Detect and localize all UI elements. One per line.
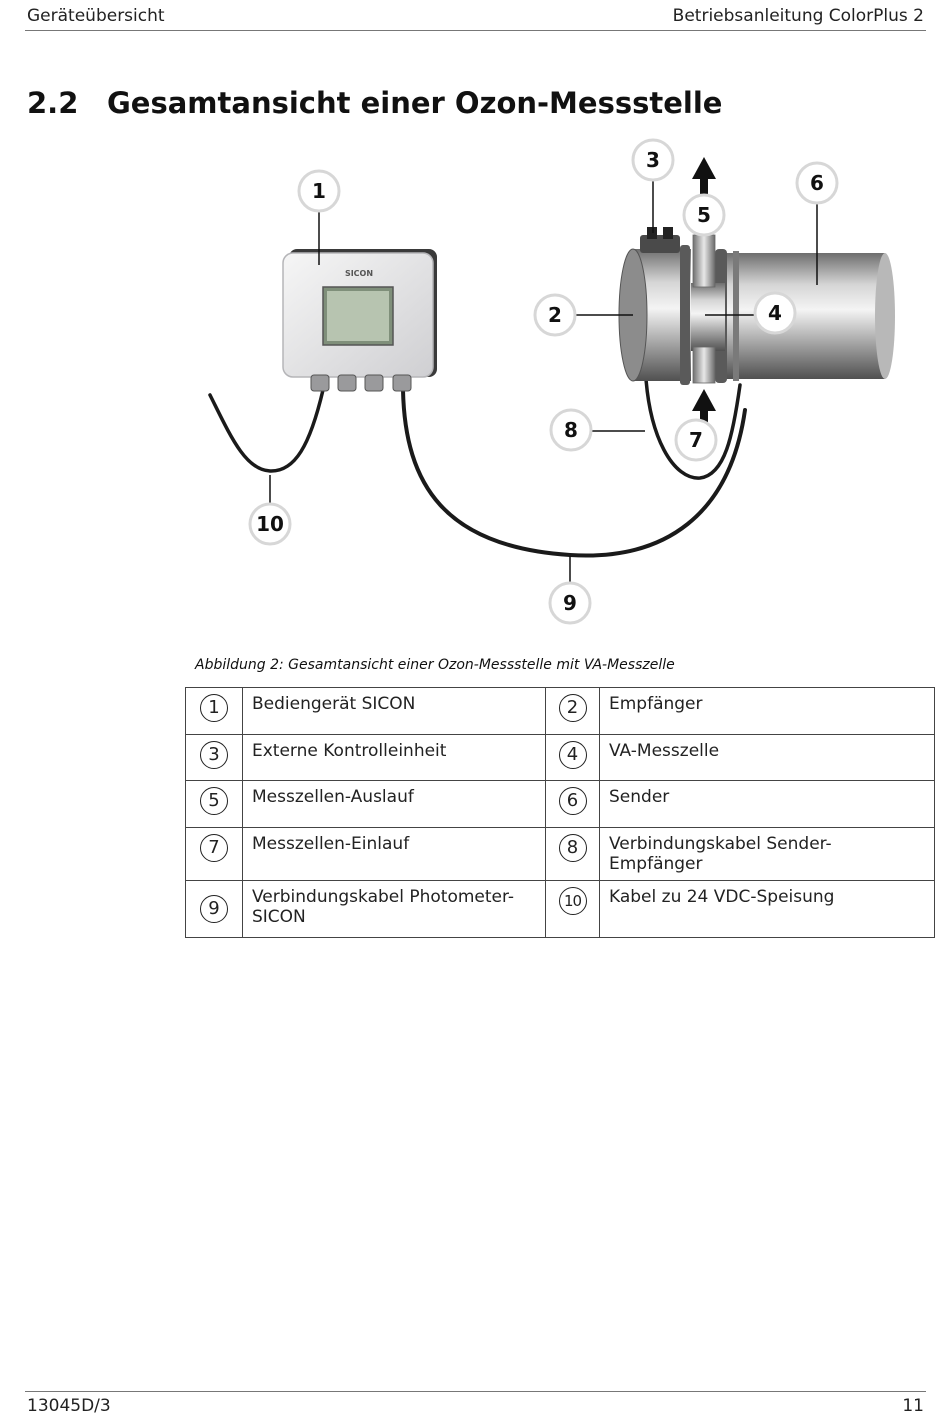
table-row: 1 Bediengerät SICON 2 Empfänger <box>185 687 935 735</box>
footer-page-number: 11 <box>902 1396 924 1416</box>
sicon-control-unit: SICON <box>282 249 437 392</box>
callout-3: 3 <box>631 138 675 182</box>
svg-text:5: 5 <box>697 203 711 227</box>
svg-text:2: 2 <box>548 303 562 327</box>
header-chapter: Geräteübersicht <box>27 6 165 26</box>
legend-text: Verbindungskabel Sender-Empfänger <box>599 827 935 881</box>
table-row: 3 Externe Kontrolleinheit 4 VA-Messzelle <box>185 734 935 781</box>
cable-9 <box>401 388 747 558</box>
figure-caption: Abbildung 2: Gesamtansicht einer Ozon-Me… <box>195 657 675 673</box>
legend-number: 8 <box>558 834 587 862</box>
callout-8: 8 <box>549 408 593 452</box>
legend-number: 4 <box>558 741 587 769</box>
section-heading: 2.2 Gesamtansicht einer Ozon-Messstelle <box>27 86 722 120</box>
legend-text: VA-Messzelle <box>599 734 935 781</box>
svg-text:3: 3 <box>646 148 660 172</box>
cable-10 <box>208 388 325 473</box>
measurement-station-illustration: SICON <box>208 138 895 625</box>
legend-text: Sender <box>599 780 935 828</box>
footer-rule <box>25 1391 926 1392</box>
callout-5: 5 <box>682 193 726 237</box>
section-title: Gesamtansicht einer Ozon-Messstelle <box>107 86 723 120</box>
callout-6: 6 <box>795 161 839 205</box>
sicon-device-label: SICON <box>345 269 373 278</box>
callout-1: 1 <box>297 169 341 213</box>
legend-text: Verbindungskabel Photometer-SICON <box>242 880 546 938</box>
svg-text:9: 9 <box>563 591 577 615</box>
legend-text: Kabel zu 24 VDC-Speisung <box>599 880 935 938</box>
svg-text:6: 6 <box>810 171 824 195</box>
legend-number: 7 <box>200 834 228 862</box>
table-row: 7 Messzellen-Einlauf 8 Verbindungskabel … <box>185 827 935 881</box>
photometer-assembly <box>618 157 895 447</box>
callout-4: 4 <box>753 291 797 335</box>
callout-10: 10 <box>248 502 292 546</box>
svg-text:1: 1 <box>312 179 326 203</box>
callout-2: 2 <box>533 293 577 337</box>
legend-text: Empfänger <box>599 687 935 735</box>
table-row: 5 Messzellen-Auslauf 6 Sender <box>185 780 935 828</box>
svg-text:10: 10 <box>256 512 284 536</box>
legend-number: 2 <box>558 694 587 722</box>
svg-text:8: 8 <box>564 418 578 442</box>
callout-7: 7 <box>674 418 718 462</box>
header-rule <box>25 30 926 31</box>
legend-number: 5 <box>200 787 228 815</box>
legend-number: 10 <box>558 887 587 915</box>
callout-9: 9 <box>548 581 592 625</box>
legend-number: 1 <box>200 694 228 722</box>
legend-number: 3 <box>200 741 228 769</box>
section-number: 2.2 <box>27 86 79 120</box>
legend-number: 6 <box>558 787 587 815</box>
legend-number: 9 <box>200 895 228 923</box>
legend-text: Messzellen-Einlauf <box>242 827 546 881</box>
legend-table: 1 Bediengerät SICON 2 Empfänger 3 Extern… <box>185 687 935 938</box>
footer-document-number: 13045D/3 <box>27 1396 111 1416</box>
table-row: 9 Verbindungskabel Photometer-SICON 10 K… <box>185 880 935 938</box>
svg-text:7: 7 <box>689 428 703 452</box>
header-manual-title: Betriebsanleitung ColorPlus 2 <box>672 6 924 26</box>
legend-text: Messzellen-Auslauf <box>242 780 546 828</box>
cable-8 <box>643 358 742 480</box>
legend-text: Externe Kontrolleinheit <box>242 734 546 781</box>
legend-text: Bediengerät SICON <box>242 687 546 735</box>
svg-text:4: 4 <box>768 301 782 325</box>
